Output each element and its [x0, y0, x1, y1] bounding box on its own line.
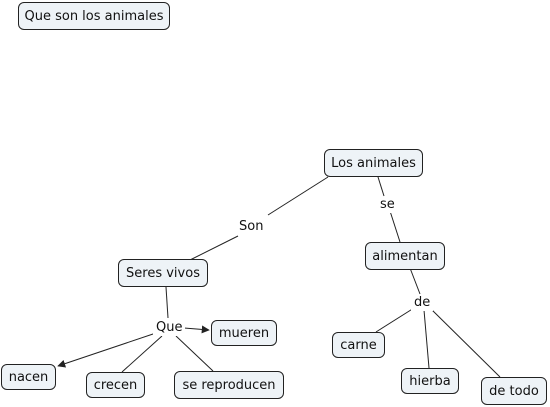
edge-que-nacen	[57, 332, 157, 368]
map-title-node[interactable]: Que son los animales	[18, 2, 170, 30]
edge-que-mueren	[183, 325, 210, 334]
edge-animales-son	[267, 176, 329, 216]
edge-de-hierba	[423, 309, 430, 369]
node-hierba[interactable]: hierba	[401, 368, 459, 394]
node-carne[interactable]: carne	[332, 332, 385, 358]
node-nacen[interactable]: nacen	[1, 364, 56, 390]
edge-de-detodo	[429, 307, 501, 378]
edge-que-crecen	[121, 335, 163, 373]
node-seres-vivos[interactable]: Seres vivos	[118, 259, 208, 287]
linking-word-de: de	[411, 295, 434, 311]
node-los-animales[interactable]: Los animales	[324, 149, 423, 177]
edge-animales-se	[377, 176, 385, 197]
node-alimentan[interactable]: alimentan	[365, 242, 445, 270]
edge-son-seres	[187, 235, 239, 262]
edge-seres-que	[165, 286, 169, 319]
node-de-todo[interactable]: de todo	[481, 377, 547, 405]
node-se-reproducen[interactable]: se reproducen	[174, 371, 284, 399]
edge-de-carne	[375, 307, 415, 333]
linking-word-se: se	[377, 197, 398, 213]
node-crecen[interactable]: crecen	[86, 372, 145, 398]
linking-word-que: Que	[153, 320, 186, 336]
edge-alimentan-de	[409, 267, 421, 295]
node-mueren[interactable]: mueren	[211, 320, 277, 346]
edge-se-alimentan	[389, 210, 401, 243]
linking-word-son: Son	[236, 219, 267, 235]
edge-que-reproducen	[175, 335, 214, 372]
